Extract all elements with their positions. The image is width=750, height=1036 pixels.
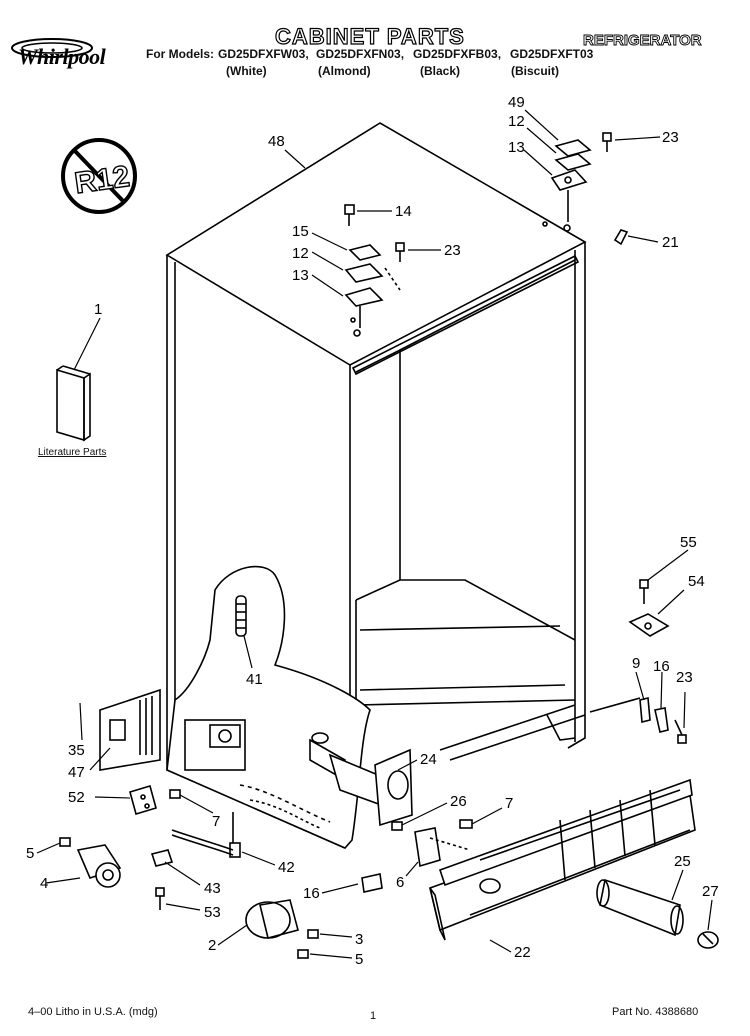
callout-6: 6 (396, 874, 404, 891)
roller-bracket-54 (628, 579, 670, 637)
callout-43: 43 (204, 880, 221, 897)
model-color: (White) (226, 64, 267, 78)
callout-55: 55 (680, 534, 697, 551)
model-number: GD25DFXFW03, (218, 47, 309, 61)
model-number: GD25DFXFN03, (316, 47, 405, 61)
screw-26 (391, 821, 403, 831)
cabinet-shell (165, 122, 587, 849)
clamp-43 (150, 849, 174, 867)
model-number: GD25DFXFB03, (413, 47, 502, 61)
screw-5-left (59, 837, 71, 847)
callout-5: 5 (355, 951, 363, 968)
model-color: (Black) (420, 64, 461, 78)
part-number: Part No. 4388680 (612, 1006, 699, 1018)
callout-47: 47 (68, 764, 85, 781)
top-hinge-center (344, 204, 405, 337)
callout-48: 48 (268, 133, 285, 150)
condenser-fan-motor-24 (309, 732, 413, 827)
callout-1: 1 (94, 301, 102, 318)
bracket-52 (129, 784, 157, 816)
callout-labels: 1 48 49 12 13 23 14 15 12 23 13 21 55 54… (26, 94, 719, 968)
callout-16: 16 (653, 658, 670, 675)
callout-54: 54 (688, 573, 705, 590)
model-color: (Biscuit) (511, 64, 559, 78)
literature-parts-booklet (56, 365, 91, 442)
callout-23: 23 (444, 242, 461, 259)
filter-cap-27 (697, 931, 719, 949)
callout-7: 7 (212, 813, 220, 830)
machine-compartment-cutaway (166, 565, 371, 849)
callout-23: 23 (662, 129, 679, 146)
bracket-6 (414, 827, 471, 868)
category-label: REFRIGERATOR (583, 32, 703, 50)
hinge-pin-21 (613, 229, 629, 246)
callout-24: 24 (420, 751, 437, 768)
front-roller-2 (245, 899, 319, 959)
roller-4 (76, 844, 122, 888)
callout-49: 49 (508, 94, 525, 111)
literature-parts-label: Literature Parts (38, 447, 107, 458)
callout-12: 12 (292, 245, 309, 262)
relay-bracket (184, 719, 246, 771)
model-number: GD25DFXFT03 (510, 47, 594, 61)
callout-5: 5 (26, 845, 34, 862)
water-tube-42 (171, 812, 241, 858)
callout-2: 2 (208, 937, 216, 954)
callout-41: 41 (246, 671, 263, 688)
defrost-drain-tube-41 (235, 595, 247, 637)
footer-printing: 4–00 Litho in U.S.A. (mdg) (28, 1006, 158, 1018)
callout-21: 21 (662, 234, 679, 251)
callout-12: 12 (508, 113, 525, 130)
callout-23: 23 (676, 669, 693, 686)
top-hinge-right (542, 132, 612, 232)
page-number: 1 (370, 1010, 377, 1022)
page-title: CABINET PARTS (274, 23, 465, 49)
brand-name: Whirlpool (18, 44, 106, 69)
callout-4: 4 (40, 875, 48, 892)
model-color: (Almond) (318, 64, 371, 78)
callout-3: 3 (355, 931, 363, 948)
callout-53: 53 (204, 904, 221, 921)
callout-13: 13 (292, 267, 309, 284)
models-label: For Models: (146, 47, 214, 61)
clip-16-center (361, 873, 383, 893)
leader-lines (36, 109, 713, 959)
screw-7-right (459, 819, 473, 829)
callout-25: 25 (674, 853, 691, 870)
callout-27: 27 (702, 883, 719, 900)
screw-7-left (169, 789, 181, 799)
screw-53 (155, 887, 165, 910)
callout-26: 26 (450, 793, 467, 810)
badge-text: R12 (73, 160, 132, 200)
callout-35: 35 (68, 742, 85, 759)
logo-swirl-icon (11, 38, 93, 58)
callout-16: 16 (303, 885, 320, 902)
callout-13: 13 (508, 139, 525, 156)
callout-52: 52 (68, 789, 85, 806)
whirlpool-logo (10, 32, 145, 78)
water-filter-25 (596, 878, 684, 937)
callout-15: 15 (292, 223, 309, 240)
callout-42: 42 (278, 859, 295, 876)
toe-grille-22 (429, 778, 696, 941)
toe-grille-clip-right (589, 696, 687, 744)
callout-7: 7 (505, 795, 513, 812)
callout-9: 9 (632, 655, 640, 672)
callout-14: 14 (395, 203, 412, 220)
no-r12-badge-icon: R12 (61, 138, 137, 214)
electrical-cover-47 (99, 688, 161, 771)
callout-22: 22 (514, 944, 531, 961)
